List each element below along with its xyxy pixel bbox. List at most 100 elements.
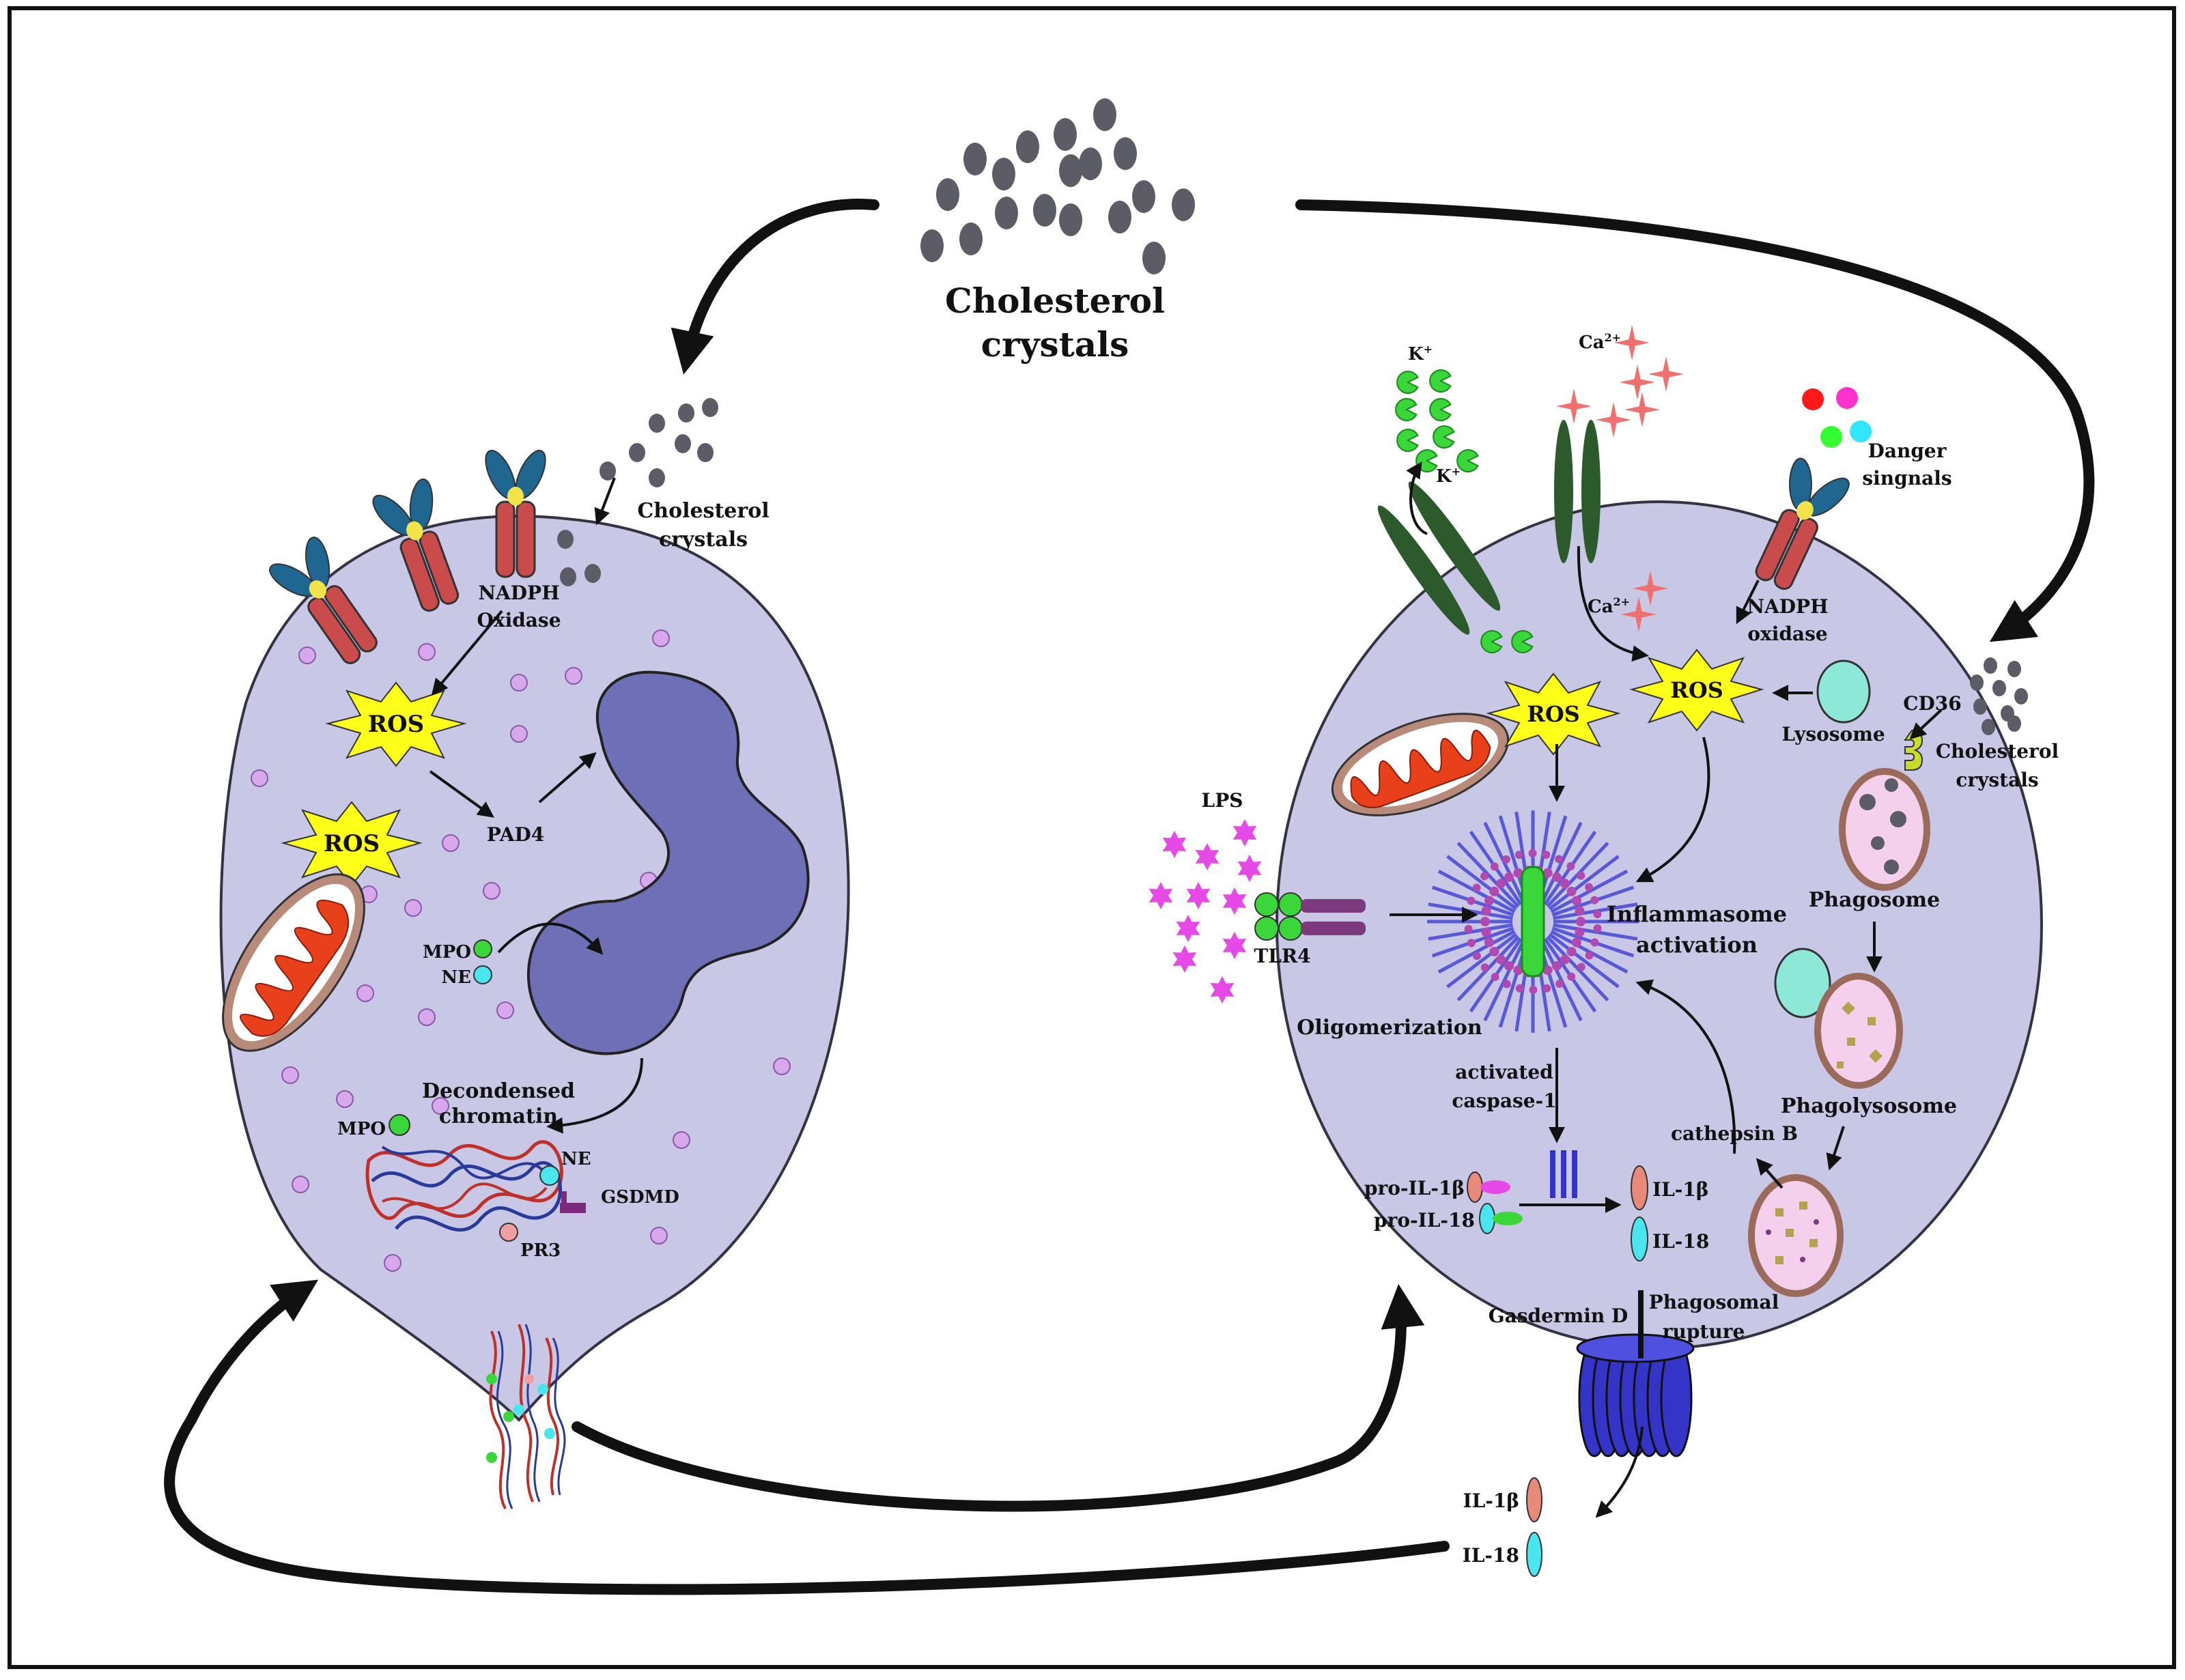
decondensed-label-1: Decondensed	[422, 1079, 575, 1103]
cholesterol-crystal-icon	[584, 564, 601, 583]
ca-top-label: Ca2+	[1579, 331, 1621, 353]
cholesterol-right-label-2: crystals	[1956, 769, 2038, 791]
phagosomal-label-2: rupture	[1663, 1320, 1745, 1343]
ros-label: ROS	[324, 830, 380, 857]
oligomerization-label: Oligomerization	[1297, 1016, 1482, 1040]
gasdermin-label: Gasdermin D	[1489, 1305, 1629, 1327]
potassium-ion-icon	[1433, 425, 1455, 449]
ne-marker	[539, 1165, 560, 1186]
cholesterol-crystal-icon	[936, 178, 959, 211]
cholesterol-crystal-icon	[678, 403, 694, 423]
cholesterol-crystal-icon	[1982, 719, 1995, 735]
small-arrows	[429, 461, 1943, 1518]
potassium-ion-icon	[1456, 449, 1479, 472]
tlr4-receptor	[1254, 892, 1366, 941]
cholesterol-crystal-icon	[1033, 194, 1056, 227]
pr3-label: PR3	[520, 1240, 561, 1261]
pr3-marker	[499, 1223, 518, 1242]
granule-icon	[432, 1097, 449, 1115]
cholesterol-crystal-icon	[1059, 203, 1082, 236]
potassium-channel	[1377, 481, 1501, 635]
potassium-ion-icon	[1396, 371, 1419, 394]
danger-signal	[1836, 387, 1858, 409]
calcium-star-icon	[1648, 356, 1684, 392]
pro-il1b-marker	[1467, 1171, 1483, 1203]
ros-burst-icon: ROS	[1629, 649, 1764, 732]
ros-burst-icon: ROS	[1486, 672, 1621, 756]
granule-icon	[418, 643, 436, 661]
cholesterol-crystal-icon	[1132, 180, 1155, 213]
phagolysosome-label: Phagolysosome	[1781, 1094, 1957, 1118]
nadph-right-label-1: NADPH	[1747, 595, 1828, 618]
cholesterol-crystal-icon	[1093, 98, 1116, 131]
nadph-left-label-1: NADPH	[478, 582, 559, 604]
potassium-ion-group	[1395, 369, 1534, 653]
pro-il18-marker	[1479, 1203, 1495, 1234]
cholesterol-crystal-icon	[1054, 118, 1077, 151]
ruptured-phagosome-icon	[1748, 1174, 1844, 1297]
lps-star-icon	[1237, 855, 1262, 882]
calcium-star-icon	[1633, 571, 1668, 606]
danger-signal	[1820, 426, 1842, 448]
lps-star-icon	[1195, 843, 1220, 870]
cd36-receptor	[1904, 729, 1923, 771]
gasdermin-pore-icon	[1576, 1333, 1695, 1457]
potassium-ion-icon	[1429, 369, 1452, 393]
ne-chromatin-label: NE	[561, 1149, 591, 1169]
caspase-1-icon	[1550, 1150, 1577, 1198]
il18-secreted-label: IL-18	[1463, 1544, 1519, 1567]
ros-burst-icon: ROS	[325, 681, 467, 767]
granule-icon	[404, 899, 422, 917]
lysosome-label: Lysosome	[1781, 723, 1885, 745]
lps-star-icon	[1176, 915, 1200, 942]
cholesterol-crystal-icon	[1970, 674, 1984, 691]
cholesterol-crystal-icon	[1079, 147, 1102, 180]
cholesterol-crystal-icon	[697, 443, 714, 462]
potassium-ion-icon	[1511, 630, 1534, 653]
cholesterol-crystals-left-membrane	[557, 530, 601, 586]
lps-star-icon	[1172, 945, 1197, 973]
cholesterol-crystal-icon	[702, 398, 718, 417]
granule-icon	[496, 1001, 514, 1019]
receptor-icon	[1755, 457, 1850, 590]
cholesterol-main-label-1: Cholesterol	[945, 281, 1165, 321]
lps-star-icon	[1210, 976, 1235, 1003]
cholesterol-right-label-1: Cholesterol	[1936, 740, 2059, 763]
cholesterol-crystal-icon	[1016, 130, 1039, 163]
activated-label-2: caspase-1	[1452, 1090, 1556, 1112]
cholesterol-crystal-icon	[629, 443, 645, 462]
cholesterol-main-label-2: crystals	[981, 324, 1129, 365]
danger-signal	[1802, 388, 1824, 410]
il18-secreted-marker	[1526, 1532, 1542, 1577]
mpo-marker	[389, 1114, 410, 1136]
decondensed-label-2: chromatin	[439, 1105, 558, 1128]
granule-icon	[418, 1008, 436, 1026]
receptor-icon	[269, 537, 378, 664]
calcium-ion-group	[1556, 325, 1684, 632]
cholesterol-crystal-icon	[920, 229, 944, 262]
k-plus-bottom-label: K+	[1436, 465, 1461, 487]
lps-label: LPS	[1202, 789, 1243, 812]
lps-star-icon	[1148, 882, 1173, 909]
danger-label-2: singnals	[1862, 467, 1951, 489]
il1b-label: IL-1β	[1652, 1178, 1708, 1201]
tlr4-label: TLR4	[1254, 945, 1310, 967]
ros-label: ROS	[368, 711, 424, 738]
cholesterol-crystal-icon	[963, 143, 987, 175]
granule-icon	[510, 725, 528, 743]
lps-star-icon	[1186, 882, 1211, 909]
cholesterol-crystal-icon	[995, 197, 1018, 229]
il18-marker	[1631, 1216, 1648, 1262]
phagolysosome-icon	[1774, 948, 1903, 1089]
potassium-ion-icon	[1429, 398, 1452, 421]
big-arrows	[164, 199, 2095, 1595]
granule-icon	[442, 834, 460, 852]
granule-icon	[565, 667, 582, 685]
labels-group: Cholesterol crystals Cholesterol crystal…	[337, 281, 2059, 1567]
cholesterol-crystal-icon	[1059, 154, 1082, 187]
pro-il1b-label: pro-IL-1β	[1364, 1177, 1465, 1199]
danger-signals-group	[1802, 387, 1872, 448]
granule-icon	[773, 1057, 791, 1075]
lps-star-icon	[1222, 887, 1247, 915]
potassium-ion-icon	[1480, 630, 1503, 653]
